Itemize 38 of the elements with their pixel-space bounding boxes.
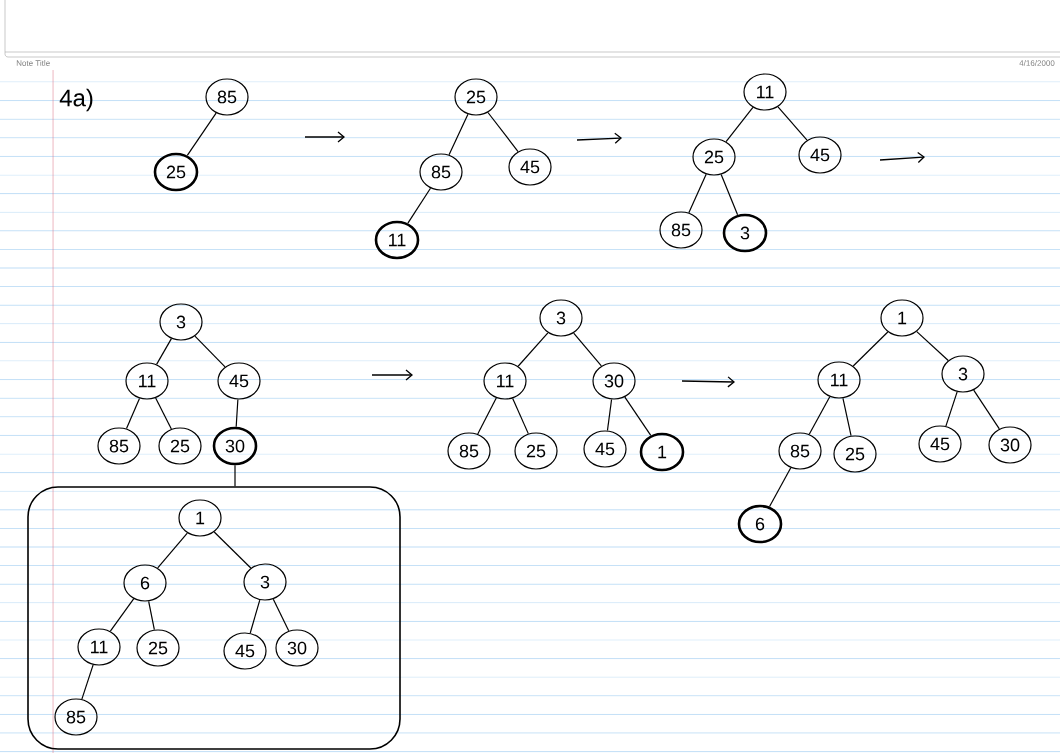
tree-edge (249, 599, 261, 634)
tree-edge (624, 396, 652, 436)
tree-edge (81, 664, 94, 700)
tree-edge (477, 397, 497, 435)
tree-edge (125, 397, 141, 430)
tree-edge (186, 112, 217, 156)
tree-edge (777, 106, 808, 141)
tree-edge (945, 391, 958, 427)
outline-box (27, 486, 401, 750)
tree-edge (768, 467, 792, 508)
tree-edge (156, 338, 172, 365)
tree-edge (272, 598, 290, 632)
header-text: Note Title (16, 60, 50, 66)
tree-edge (448, 113, 469, 156)
tree-edge (148, 600, 155, 631)
tree-edge (235, 398, 239, 428)
tree-edge (512, 397, 529, 435)
tree-edge (573, 332, 602, 367)
tree-edge (234, 464, 236, 487)
tree-edge (194, 335, 226, 368)
date-text: 4/16/2000 (1019, 60, 1055, 66)
tree-edge (842, 397, 852, 437)
tree-edge (808, 396, 831, 435)
tree-edge (916, 330, 949, 362)
tree-edge (688, 173, 707, 214)
tree-edge (973, 389, 1000, 430)
problem-number: 4a) (59, 88, 93, 112)
tree-edge (109, 598, 135, 632)
tree-edge (487, 111, 519, 153)
tree-edge (517, 332, 549, 367)
tree-edge (606, 398, 613, 432)
tree-edge (720, 173, 739, 216)
tree-edge (157, 532, 188, 569)
tree-edge (155, 397, 172, 430)
tree-edge (213, 531, 252, 569)
tree-edge (725, 106, 754, 143)
tree-edge (852, 331, 889, 367)
tree-edge (407, 187, 432, 224)
